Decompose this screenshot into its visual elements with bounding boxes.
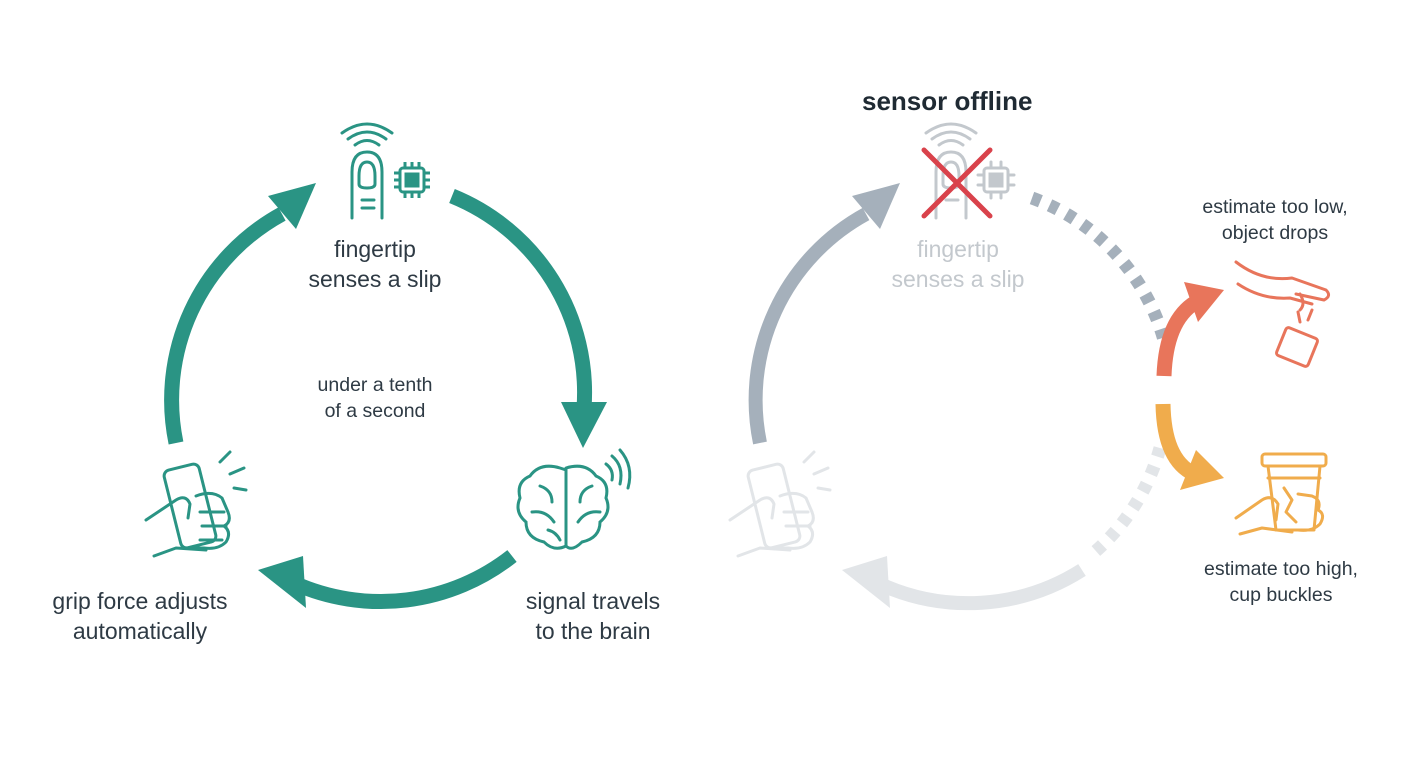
dotted-signal-lower — [1085, 446, 1167, 562]
label-grip-force: grip force adjusts automatically — [20, 586, 260, 646]
brain-signal-icon — [516, 448, 632, 550]
label-estimate-too-high: estimate too high, cup buckles — [1176, 556, 1386, 608]
label-line: of a second — [324, 400, 426, 422]
arrowhead-faded-bottom — [842, 556, 890, 608]
arrowhead-estimate-low — [1184, 282, 1224, 322]
dotted-signal-upper — [1029, 191, 1171, 342]
arrow-sense-to-brain — [449, 189, 593, 409]
gripping-hand-faded-icon — [728, 450, 832, 558]
arrow-faded-bottom — [875, 564, 1086, 611]
label-signal-travels: signal travels to the brain — [488, 586, 698, 646]
label-line: to the brain — [535, 618, 651, 644]
label-line: senses a slip — [308, 266, 442, 292]
chip-icon — [394, 162, 430, 198]
red-cross-icon — [921, 147, 993, 219]
arrowhead-grip-to-sense — [268, 183, 316, 229]
arrow-estimate-high — [1155, 403, 1198, 481]
label-line: object drops — [1221, 222, 1329, 244]
offline-title: sensor offline — [862, 86, 1033, 116]
arrowhead-estimate-high — [1180, 450, 1224, 490]
fingertip-sensor-crossed-icon — [924, 122, 1016, 220]
arrow-grip-to-sense — [164, 207, 286, 445]
label-line: under a tenth — [317, 374, 433, 396]
label-line: fingertip — [334, 236, 416, 262]
offline-loop — [728, 122, 1331, 611]
label-line: cup buckles — [1229, 584, 1333, 606]
label-line: fingertip — [917, 236, 999, 262]
arrow-brain-to-grip — [290, 550, 517, 610]
dropping-object-hand-icon — [1234, 260, 1331, 368]
arrow-estimate-low — [1156, 295, 1201, 377]
arrowhead-faded-left — [852, 183, 900, 229]
label-line: grip force adjusts — [52, 588, 228, 614]
label-estimate-too-low: estimate too low, object drops — [1170, 194, 1380, 246]
label-line: signal travels — [525, 588, 661, 614]
arrowhead-brain-to-grip — [258, 556, 306, 608]
label-under-a-tenth: under a tenth of a second — [270, 372, 480, 424]
fingertip-sensor-icon — [340, 122, 394, 220]
label-fingertip-senses-slip-faded: fingertip senses a slip — [853, 234, 1063, 294]
normal-loop — [144, 122, 632, 610]
label-fingertip-senses-slip: fingertip senses a slip — [270, 234, 480, 294]
gripping-hand-icon — [144, 450, 248, 558]
arrow-faded-left — [748, 207, 870, 445]
label-line: estimate too high, — [1204, 558, 1358, 580]
label-line: automatically — [72, 618, 208, 644]
arrowhead-sense-to-brain — [561, 402, 607, 448]
buckling-cup-hand-icon — [1234, 452, 1328, 536]
label-line: estimate too low, — [1202, 196, 1348, 218]
label-line: senses a slip — [891, 266, 1025, 292]
